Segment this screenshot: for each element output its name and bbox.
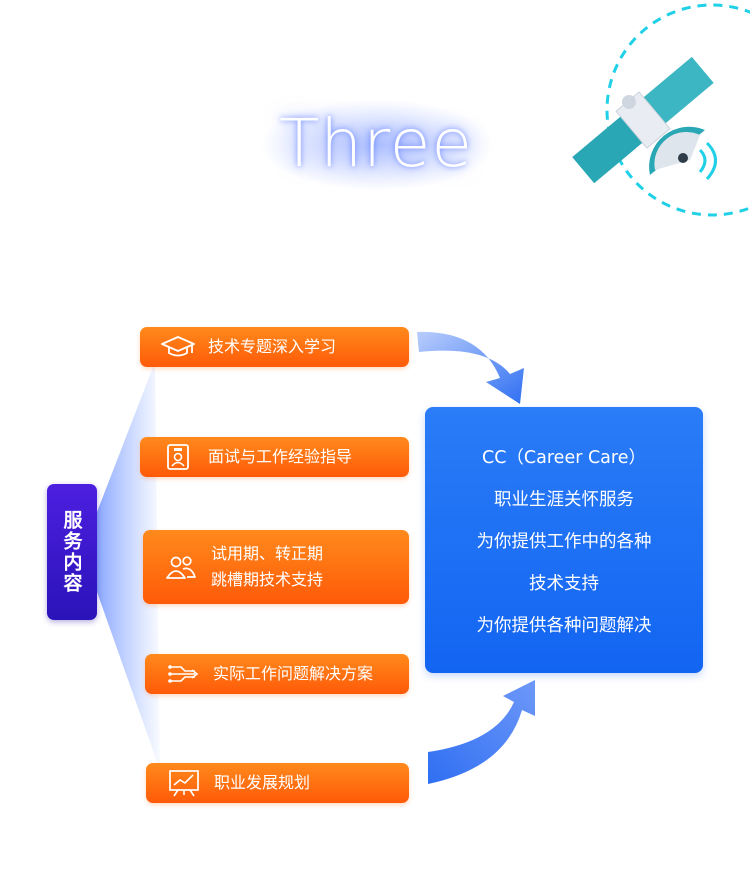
career-care-box: CC（Career Care） 职业生涯关怀服务 为你提供工作中的各种 技术支持… [425, 407, 703, 673]
circuit-arrow-icon [168, 665, 199, 683]
item-label: 实际工作问题解决方案 [213, 664, 374, 683]
arrow-top [417, 331, 524, 404]
item-work-solutions[interactable]: 实际工作问题解决方案 [145, 654, 409, 694]
info-line-1: CC（Career Care） [481, 448, 646, 468]
item-probation-support[interactable]: 试用期、转正期 跳槽期技术支持 [143, 530, 409, 604]
item-label: 职业发展规划 [214, 773, 311, 792]
satellite-icon [572, 3, 750, 217]
service-content-label: 服务内容 [47, 484, 97, 620]
id-badge-icon [167, 444, 189, 470]
title-glow [262, 100, 492, 190]
page-title: Three [278, 105, 474, 182]
item-label: 技术专题深入学习 [208, 337, 337, 356]
graduation-cap-icon [161, 336, 195, 357]
item-label-line-1: 试用期、转正期 [211, 544, 324, 563]
item-label-line-2: 跳槽期技术支持 [211, 570, 324, 589]
item-interview-guidance[interactable]: 面试与工作经验指导 [140, 437, 409, 477]
info-line-5: 为你提供各种问题解决 [476, 616, 652, 636]
item-label: 面试与工作经验指导 [208, 447, 353, 466]
arrow-bottom [428, 680, 535, 784]
info-line-3: 为你提供工作中的各种 [476, 532, 652, 552]
side-label-text: 服务内容 [60, 510, 83, 594]
info-line-2: 职业生涯关怀服务 [494, 490, 634, 510]
info-line-4: 技术支持 [529, 574, 599, 594]
item-career-planning[interactable]: 职业发展规划 [146, 763, 409, 803]
presentation-chart-icon [169, 770, 199, 797]
people-icon [166, 556, 196, 579]
item-topic-study[interactable]: 技术专题深入学习 [140, 327, 409, 367]
